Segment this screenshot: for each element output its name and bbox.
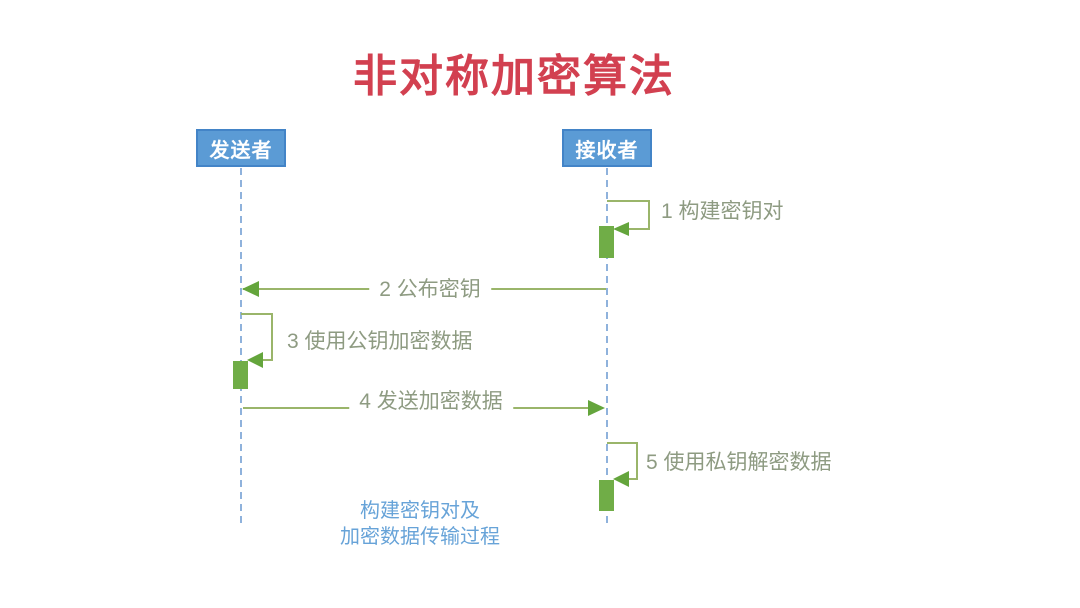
- actor-receiver-label: 接收者: [575, 139, 639, 162]
- activation-bar-step1: [599, 226, 614, 258]
- arrowhead-step4: [588, 400, 605, 416]
- step4-label: 4 发送加密数据: [349, 390, 513, 414]
- activation-bar-step5: [599, 480, 614, 511]
- self-loop-step1: [607, 200, 650, 230]
- step1-label: 1 构建密钥对: [661, 200, 784, 223]
- self-loop-step5: [607, 442, 638, 480]
- caption-line-2: 加密数据传输过程: [340, 526, 500, 548]
- arrowhead-step2: [242, 281, 259, 297]
- arrowhead-step1: [613, 222, 629, 236]
- step2-label: 2 公布密钥: [369, 278, 491, 302]
- actor-sender-label: 发送者: [209, 139, 273, 162]
- actor-receiver: 接收者: [562, 129, 652, 167]
- activation-bar-step3: [233, 361, 248, 389]
- arrowhead-step3: [247, 352, 263, 368]
- arrowhead-step5: [613, 471, 629, 487]
- self-loop-step3: [241, 313, 273, 361]
- caption-line-1: 构建密钥对及: [360, 500, 480, 522]
- diagram-title: 非对称加密算法: [353, 52, 675, 101]
- step3-label: 3 使用公钥加密数据: [287, 330, 473, 353]
- actor-sender: 发送者: [196, 129, 286, 167]
- diagram-caption: 构建密钥对及 加密数据传输过程: [340, 498, 500, 550]
- step5-label: 5 使用私钥解密数据: [646, 451, 832, 474]
